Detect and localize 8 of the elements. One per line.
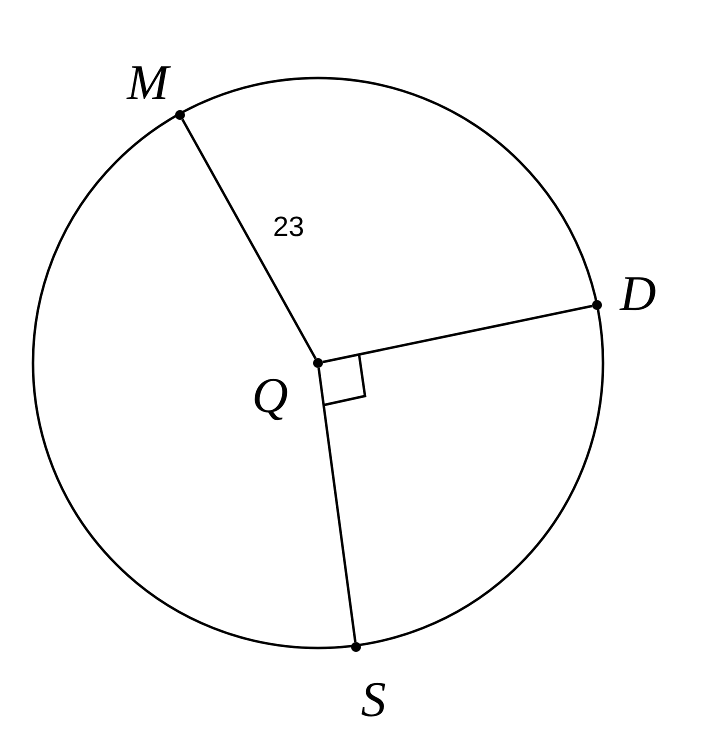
point-label: Q <box>252 370 288 420</box>
radius-line <box>317 368 357 642</box>
radius-line <box>322 304 592 364</box>
point-label: M <box>127 57 169 107</box>
radius-line <box>181 118 317 360</box>
point-label: D <box>620 268 656 318</box>
edge-label: 23 <box>273 212 304 242</box>
point-label: S <box>361 674 386 724</box>
